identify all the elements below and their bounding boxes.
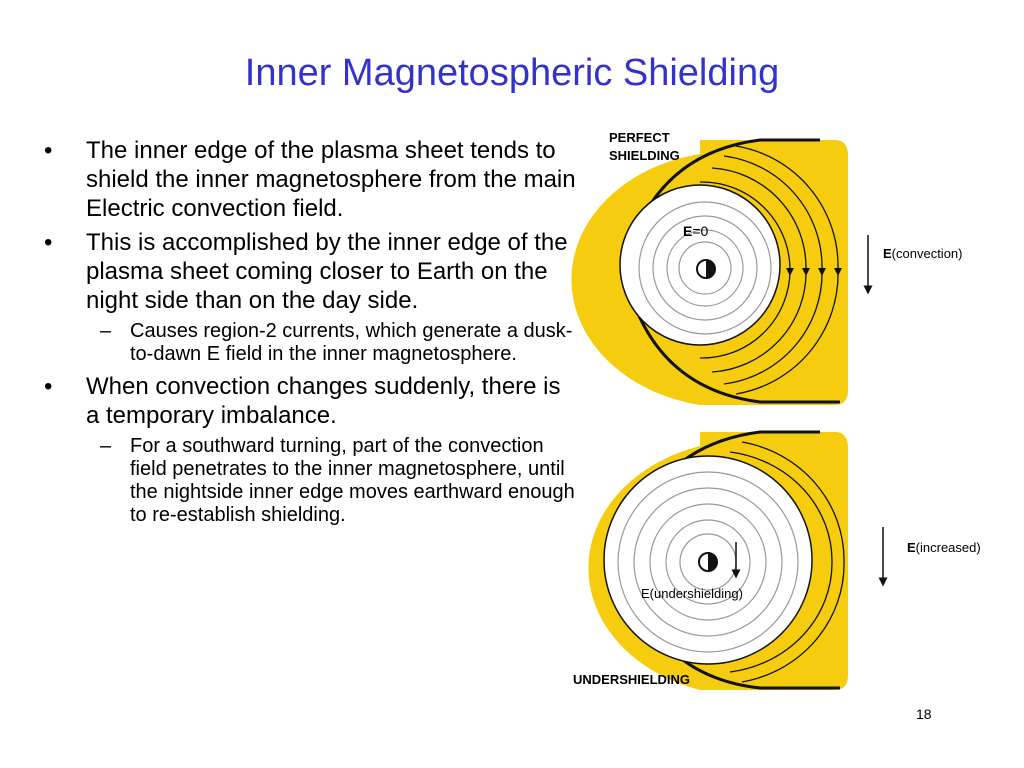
- sub-bullet-item: – For a southward turning, part of the c…: [100, 435, 584, 527]
- earth-icon: [696, 259, 716, 279]
- equipotential-ring: [652, 215, 758, 321]
- sub-bullet-item: – Causes region-2 currents, which genera…: [100, 320, 584, 366]
- sub-bullet-marker: –: [100, 320, 112, 342]
- bullet-marker: •: [44, 137, 53, 164]
- bullet-list: • The inner edge of the plasma sheet ten…: [44, 136, 584, 533]
- equipotential-ring: [633, 487, 783, 637]
- sub-bullet-marker: –: [100, 435, 112, 457]
- shielding-diagram: E=0 PERFECT SHIELDING E(convection) E(un…: [571, 130, 981, 690]
- flow-arrow-icon: [802, 268, 810, 276]
- perfect-label-line1: PERFECT: [609, 130, 670, 145]
- perfect-label-line2: SHIELDING: [609, 148, 680, 163]
- inner-field-label: E=0: [683, 223, 709, 239]
- bullet-marker: •: [44, 373, 53, 400]
- perfect-shielding-panel: E=0 PERFECT SHIELDING E(convection): [571, 130, 962, 405]
- bullet-text: When convection changes suddenly, there …: [86, 373, 561, 429]
- bullet-item: • The inner edge of the plasma sheet ten…: [44, 136, 584, 223]
- bullet-text: The inner edge of the plasma sheet tends…: [86, 137, 576, 222]
- undershielding-field-label: E(undershielding): [641, 586, 743, 601]
- page-number: 18: [916, 706, 932, 722]
- flow-arrow-icon: [834, 268, 842, 276]
- equipotential-ring: [666, 229, 744, 307]
- equipotential-ring: [678, 241, 732, 295]
- equipotential-ring: [665, 519, 751, 605]
- slide-title: Inner Magnetospheric Shielding: [244, 52, 780, 94]
- bullet-item: • When convection changes suddenly, ther…: [44, 372, 584, 430]
- flow-line: [729, 451, 833, 673]
- equipotential-ring: [649, 503, 767, 621]
- undershielding-label: UNDERSHIELDING: [573, 672, 690, 687]
- bullet-marker: •: [44, 229, 53, 256]
- convection-field-label: E(convection): [883, 246, 962, 261]
- flow-line: [741, 441, 845, 683]
- undershielding-panel: E(undershielding) UNDERSHIELDING E(incre…: [573, 430, 981, 690]
- flow-arrow-icon: [818, 268, 826, 276]
- sub-bullet-text: Causes region-2 currents, which generate…: [130, 320, 573, 365]
- equipotential-ring: [638, 201, 772, 335]
- increased-field-label: E(increased): [907, 540, 981, 555]
- bullet-item: • This is accomplished by the inner edge…: [44, 228, 584, 315]
- bullet-text: This is accomplished by the inner edge o…: [86, 229, 568, 314]
- earth-icon: [698, 552, 718, 572]
- equipotential-ring: [617, 471, 799, 653]
- sub-bullet-text: For a southward turning, part of the con…: [130, 435, 575, 526]
- flow-arrow-icon: [786, 268, 794, 276]
